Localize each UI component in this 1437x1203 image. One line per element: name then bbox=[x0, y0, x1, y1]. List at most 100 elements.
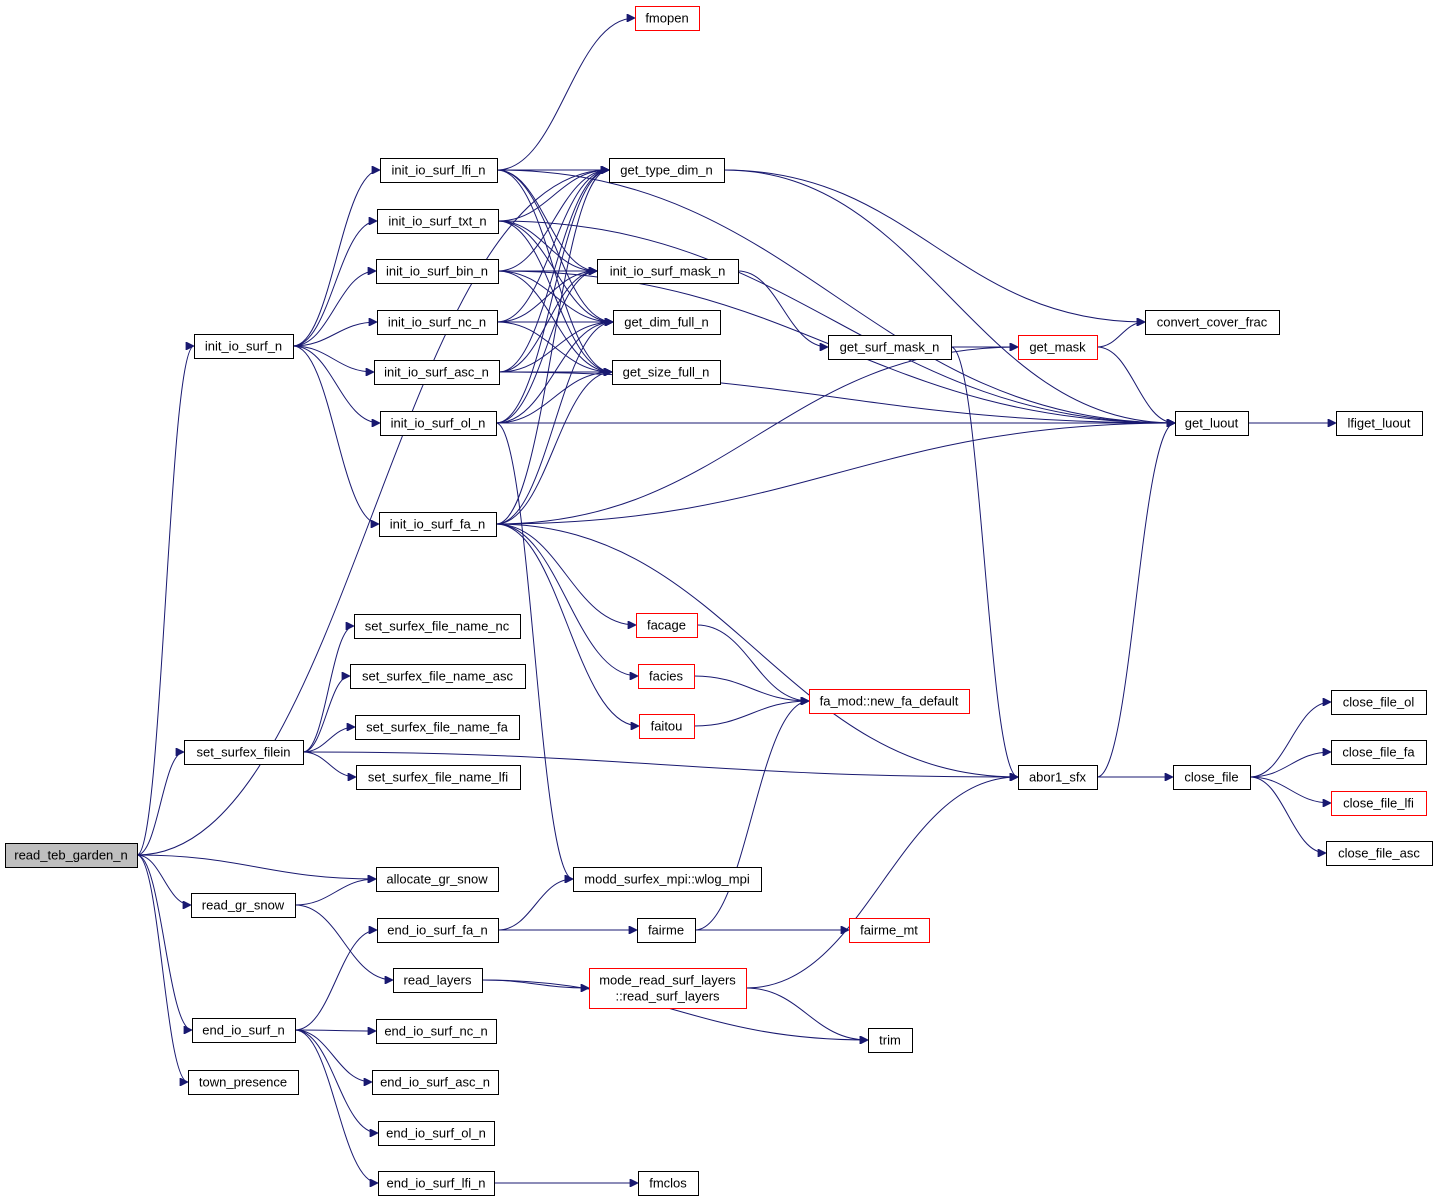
edge-init_io_surf_mask_n-to-get_surf_mask_n bbox=[737, 270, 828, 347]
node-init-io-surf-ol-n[interactable]: init_io_surf_ol_n bbox=[380, 411, 497, 436]
edge-init_io_surf_fa_n-to-get_luout bbox=[495, 423, 1175, 525]
node-town-presence[interactable]: town_presence bbox=[188, 1070, 299, 1095]
node-fairme-mt[interactable]: fairme_mt bbox=[849, 918, 930, 943]
node-get-type-dim-n[interactable]: get_type_dim_n bbox=[609, 158, 725, 183]
node-facage[interactable]: facage bbox=[636, 613, 698, 638]
node-convert-cover-frac[interactable]: convert_cover_frac bbox=[1145, 310, 1280, 335]
node-label: get_surf_mask_n bbox=[840, 340, 940, 355]
node-lfiget-luout[interactable]: lfiget_luout bbox=[1336, 411, 1423, 436]
node-label: close_file_fa bbox=[1342, 745, 1415, 760]
edge-init_io_surf_txt_n-to-get_luout bbox=[497, 220, 1175, 423]
node-box bbox=[1018, 765, 1098, 790]
node-label: end_io_surf_nc_n bbox=[384, 1024, 487, 1039]
node-get-size-full-n[interactable]: get_size_full_n bbox=[612, 360, 721, 385]
node-fmclos[interactable]: fmclos bbox=[638, 1171, 699, 1196]
node-box bbox=[194, 334, 294, 359]
node-box bbox=[612, 360, 721, 385]
edge-init_io_surf_bin_n-to-get_type_dim_n bbox=[497, 170, 609, 272]
node-label: end_io_surf_fa_n bbox=[387, 923, 487, 938]
node-init-io-surf-lfi-n[interactable]: init_io_surf_lfi_n bbox=[380, 158, 498, 183]
edge-init_io_surf_asc_n-to-get_type_dim_n bbox=[498, 170, 609, 373]
node-label: fmclos bbox=[649, 1176, 687, 1191]
edge-get_mask-to-convert_cover_frac bbox=[1096, 322, 1145, 348]
edge-get_surf_mask_n-to-abor1_sfx bbox=[950, 346, 1018, 777]
node-box bbox=[1145, 310, 1280, 335]
edge-close_file-to-close_file_fa bbox=[1249, 752, 1331, 778]
edge-get_type_dim_n-to-get_luout bbox=[723, 169, 1175, 423]
edge-init_io_surf_asc_n-to-get_luout bbox=[498, 371, 1175, 423]
edge-close_file-to-close_file_ol bbox=[1249, 702, 1331, 778]
node-mode-read-surf-layers[interactable]: mode_read_surf_layers::read_surf_layers bbox=[589, 968, 747, 1009]
node-box bbox=[613, 310, 721, 335]
edge-close_file-to-close_file_asc bbox=[1249, 776, 1326, 853]
node-init-io-surf-asc-n[interactable]: init_io_surf_asc_n bbox=[374, 360, 500, 385]
node-box bbox=[1018, 335, 1098, 360]
node-init-io-surf-nc-n[interactable]: init_io_surf_nc_n bbox=[377, 310, 498, 335]
node-label: allocate_gr_snow bbox=[386, 872, 488, 887]
node-fa-mod-new-fa-default[interactable]: fa_mod::new_fa_default bbox=[809, 689, 970, 714]
node-box bbox=[1173, 765, 1251, 790]
node-label: ::read_surf_layers bbox=[615, 989, 720, 1004]
node-close-file[interactable]: close_file bbox=[1173, 765, 1251, 790]
node-modd-surfex-mpi-wlog-mpi[interactable]: modd_surfex_mpi::wlog_mpi bbox=[573, 867, 762, 892]
node-end-io-surf-ol-n[interactable]: end_io_surf_ol_n bbox=[378, 1121, 495, 1146]
node-box bbox=[393, 968, 483, 993]
node-get-mask[interactable]: get_mask bbox=[1018, 335, 1098, 360]
node-end-io-surf-nc-n[interactable]: end_io_surf_nc_n bbox=[376, 1019, 497, 1044]
node-allocate-gr-snow[interactable]: allocate_gr_snow bbox=[376, 867, 499, 892]
node-get-dim-full-n[interactable]: get_dim_full_n bbox=[613, 310, 721, 335]
node-read-gr-snow[interactable]: read_gr_snow bbox=[191, 893, 296, 918]
node-box bbox=[868, 1028, 913, 1053]
node-close-file-ol[interactable]: close_file_ol bbox=[1331, 690, 1427, 715]
node-trim[interactable]: trim bbox=[868, 1028, 913, 1053]
node-init-io-surf-txt-n[interactable]: init_io_surf_txt_n bbox=[377, 209, 499, 234]
edge-init_io_surf_n-to-init_io_surf_txt_n bbox=[292, 221, 377, 347]
node-close-file-asc[interactable]: close_file_asc bbox=[1326, 841, 1433, 866]
node-abor1-sfx[interactable]: abor1_sfx bbox=[1018, 765, 1098, 790]
node-end-io-surf-asc-n[interactable]: end_io_surf_asc_n bbox=[372, 1070, 499, 1095]
node-end-io-surf-lfi-n[interactable]: end_io_surf_lfi_n bbox=[378, 1171, 495, 1196]
node-init-io-surf-n[interactable]: init_io_surf_n bbox=[194, 334, 294, 359]
edge-read_layers-to-trim bbox=[481, 979, 868, 1040]
edge-init_io_surf_lfi_n-to-get_dim_full_n bbox=[496, 169, 613, 322]
edge-end_io_surf_n-to-end_io_surf_fa_n bbox=[294, 930, 377, 1031]
edge-init_io_surf_txt_n-to-init_io_surf_mask_n bbox=[497, 220, 597, 271]
node-box bbox=[377, 209, 499, 234]
node-end-io-surf-fa-n[interactable]: end_io_surf_fa_n bbox=[377, 918, 499, 943]
node-label: facage bbox=[647, 618, 686, 633]
node-label: set_surfex_file_name_fa bbox=[366, 720, 508, 735]
node-box bbox=[355, 715, 520, 740]
node-box bbox=[376, 867, 499, 892]
node-set-surfex-file-name-lfi[interactable]: set_surfex_file_name_lfi bbox=[356, 765, 521, 790]
node-label: get_mask bbox=[1029, 340, 1086, 355]
node-close-file-fa[interactable]: close_file_fa bbox=[1331, 740, 1427, 765]
node-fmopen[interactable]: fmopen bbox=[635, 6, 700, 31]
node-init-io-surf-fa-n[interactable]: init_io_surf_fa_n bbox=[379, 512, 497, 537]
node-set-surfex-file-name-fa[interactable]: set_surfex_file_name_fa bbox=[355, 715, 520, 740]
node-box bbox=[184, 740, 304, 765]
node-close-file-lfi[interactable]: close_file_lfi bbox=[1331, 791, 1427, 816]
node-get-surf-mask-n[interactable]: get_surf_mask_n bbox=[828, 335, 952, 360]
node-label: init_io_surf_asc_n bbox=[384, 365, 489, 380]
node-read-teb-garden-n[interactable]: read_teb_garden_n bbox=[5, 843, 138, 868]
edge-init_io_surf_ol_n-to-modd_surfex_mpi_wlog_mpi bbox=[495, 422, 573, 879]
nodes-layer: read_teb_garden_n init_io_surf_n set_surfe… bbox=[5, 6, 1433, 1196]
edge-read_teb_garden_n-to-init_io_surf_n bbox=[136, 346, 194, 856]
node-box bbox=[1331, 740, 1427, 765]
node-get-luout[interactable]: get_luout bbox=[1175, 411, 1249, 436]
edge-abor1_sfx-to-get_luout bbox=[1096, 423, 1175, 778]
node-label: fa_mod::new_fa_default bbox=[820, 694, 959, 709]
node-facies[interactable]: facies bbox=[638, 664, 695, 689]
node-set-surfex-file-name-nc[interactable]: set_surfex_file_name_nc bbox=[354, 614, 521, 639]
node-set-surfex-filein[interactable]: set_surfex_filein bbox=[184, 740, 304, 765]
node-box bbox=[1331, 791, 1427, 816]
edge-init_io_surf_lfi_n-to-get_luout bbox=[496, 169, 1175, 423]
node-init-io-surf-mask-n[interactable]: init_io_surf_mask_n bbox=[597, 259, 739, 284]
node-end-io-surf-n[interactable]: end_io_surf_n bbox=[192, 1018, 296, 1043]
node-init-io-surf-bin-n[interactable]: init_io_surf_bin_n bbox=[376, 259, 499, 284]
node-faitou[interactable]: faitou bbox=[639, 714, 695, 739]
node-fairme[interactable]: fairme bbox=[637, 918, 696, 943]
node-read-layers[interactable]: read_layers bbox=[393, 968, 483, 993]
node-set-surfex-file-name-asc[interactable]: set_surfex_file_name_asc bbox=[350, 664, 526, 689]
edge-fairme-to-fa_mod_new_fa_default bbox=[694, 701, 809, 931]
